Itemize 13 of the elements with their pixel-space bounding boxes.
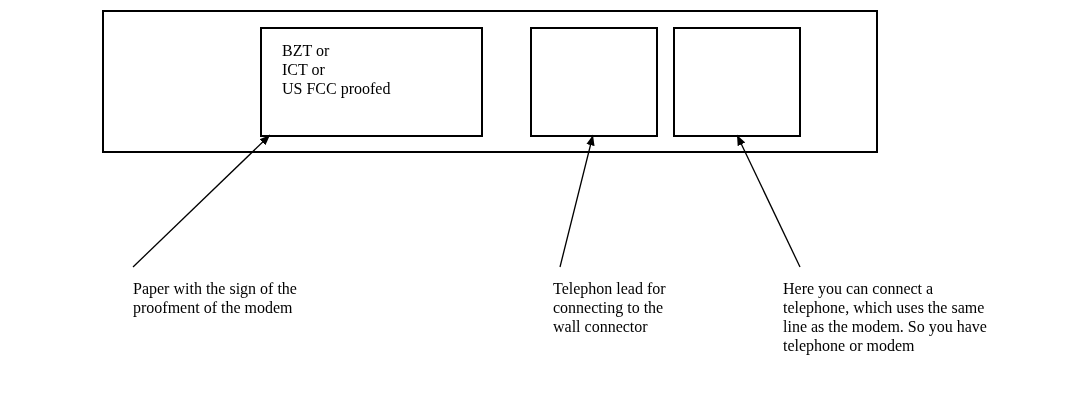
label-box	[260, 27, 483, 137]
label-line: ICT or	[282, 60, 326, 79]
device-outline	[102, 10, 878, 153]
arrow	[132, 134, 271, 268]
callout-text: Here you can connect a telephone, which uses the same line as the modem. So you have telephone or modem	[783, 279, 995, 379]
callout-text: Telephon lead for connecting to the wall connector	[553, 279, 677, 339]
arrow	[559, 134, 595, 268]
label-line: US FCC proofed	[282, 79, 392, 98]
socket-box	[673, 27, 801, 137]
label-line: BZT or	[282, 41, 331, 60]
callout-text: Paper with the sign of the proofment of the modem	[133, 279, 348, 319]
arrow	[736, 134, 801, 268]
socket-box	[530, 27, 658, 137]
